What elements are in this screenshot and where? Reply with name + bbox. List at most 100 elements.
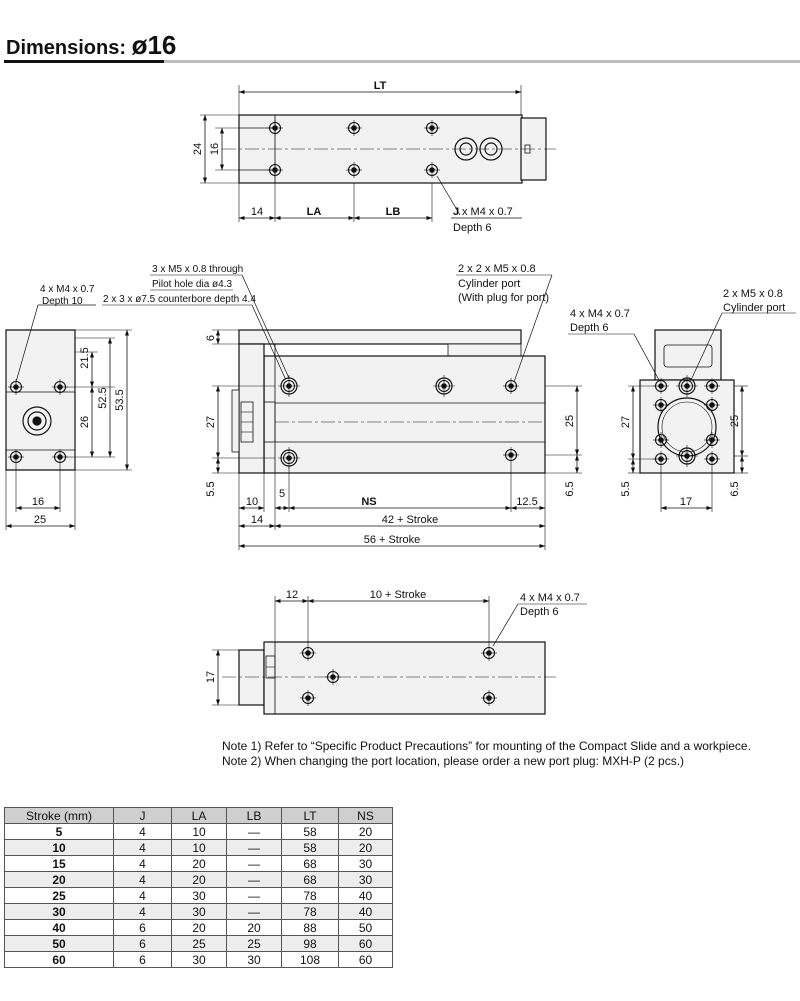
label-5-front: 5 [279, 488, 285, 500]
col-stroke: Stroke (mm) [4, 807, 114, 824]
col-j: J [113, 807, 172, 824]
top-view-labels: LT 24 16 14 LA LB J x M4 x 0.7 Depth 6 [192, 80, 513, 234]
cell-ns: 60 [338, 935, 393, 952]
front-top-plate [238, 329, 522, 345]
label-12-5: 12.5 [516, 496, 537, 508]
front-body [263, 355, 546, 474]
right-top-block [654, 329, 722, 381]
left-callout-thread: 4 x M4 x 0.7 [40, 284, 95, 295]
cell-stroke: 15 [4, 855, 114, 872]
right-callout-port: Cylinder port [723, 302, 785, 314]
cell-lt: 68 [281, 855, 339, 872]
bottom-view-labels: 12 10 + Stroke 4 x M4 x 0.7 Depth 6 17 [205, 589, 580, 683]
front-callout-port-thread: 2 x 2 x M5 x 0.8 [458, 263, 536, 275]
cell-stroke: 30 [4, 903, 114, 920]
col-la: LA [171, 807, 227, 824]
col-lb: LB [226, 807, 282, 824]
label-ns: NS [361, 496, 376, 508]
cell-lb: 30 [226, 951, 282, 968]
label-26: 26 [79, 416, 91, 428]
label-lb: LB [386, 206, 401, 218]
label-17-bottom: 17 [205, 671, 217, 683]
front-callout-pilot: Pilot hole dia ø4.3 [152, 279, 232, 290]
cell-lt: 78 [281, 903, 339, 920]
cell-ns: 30 [338, 855, 393, 872]
front-callout-plug: (With plug for port) [458, 292, 549, 304]
cell-j: 6 [113, 951, 172, 968]
cell-stroke: 40 [4, 919, 114, 936]
cell-lt: 68 [281, 871, 339, 888]
front-view-labels: 3 x M5 x 0.8 through Pilot hole dia ø4.3… [103, 263, 576, 546]
cell-j: 4 [113, 903, 172, 920]
front-callout-through: 3 x M5 x 0.8 through [152, 264, 243, 275]
cell-lt: 58 [281, 839, 339, 856]
cell-j: 6 [113, 935, 172, 952]
title-size: 16 [147, 30, 177, 60]
cell-ns: 20 [338, 823, 393, 840]
bottom-callout-thread: 4 x M4 x 0.7 [520, 592, 580, 604]
cell-stroke: 20 [4, 871, 114, 888]
top-port-plugs [454, 137, 531, 161]
title-rule-grey [164, 60, 800, 63]
cell-ns: 50 [338, 919, 393, 936]
label-16-left: 16 [32, 496, 44, 508]
label-27-front: 27 [205, 416, 217, 428]
cell-lt: 108 [281, 951, 339, 968]
cell-ns: 30 [338, 871, 393, 888]
cell-lt: 88 [281, 919, 339, 936]
note-2: Note 2) When changing the port location,… [222, 754, 685, 768]
label-16: 16 [209, 143, 221, 155]
left-callout-depth: Depth 10 [42, 296, 83, 307]
cell-la: 20 [171, 855, 227, 872]
cell-la: 30 [171, 887, 227, 904]
cell-lb: — [226, 823, 282, 840]
left-view-labels: 4 x M4 x 0.7 Depth 10 21.5 26 52.5 53.5 … [32, 284, 126, 526]
table-header-row: Stroke (mm) J LA LB LT NS [4, 807, 393, 824]
label-12-bottom: 12 [286, 589, 298, 601]
title-rule [4, 60, 164, 63]
front-view [102, 274, 582, 550]
bottom-callout-depth: Depth 6 [520, 606, 559, 618]
label-6-5-front: 6.5 [564, 481, 576, 496]
col-ns: NS [338, 807, 393, 824]
title-prefix: Dimensions: [6, 37, 132, 59]
cell-stroke: 10 [4, 839, 114, 856]
dimension-drawing: LT 24 16 14 LA LB J x M4 x 0.7 Depth 6 [5, 80, 796, 715]
right-callout-port-thread: 2 x M5 x 0.8 [723, 288, 783, 300]
label-52-5: 52.5 [97, 387, 109, 408]
cell-j: 6 [113, 919, 172, 936]
label-27-right: 27 [620, 416, 632, 428]
label-10-front: 10 [246, 496, 258, 508]
notes: Note 1) Refer to “Specific Product Preca… [222, 739, 751, 769]
label-14-front: 14 [251, 514, 263, 526]
col-lt: LT [281, 807, 339, 824]
cell-lt: 98 [281, 935, 339, 952]
cell-lb: — [226, 887, 282, 904]
cell-stroke: 25 [4, 887, 114, 904]
front-callout-counterbore: 2 x 3 x ø7.5 counterbore depth 4.4 [103, 294, 256, 305]
label-42-stroke: 42 + Stroke [382, 514, 439, 526]
label-5-5-right: 5.5 [620, 481, 632, 496]
page-title: Dimensions: ø16 [6, 30, 176, 61]
cell-lb: 20 [226, 919, 282, 936]
cell-j: 4 [113, 871, 172, 888]
cell-stroke: 50 [4, 935, 114, 952]
label-j-letter: J [453, 206, 459, 218]
label-56-stroke: 56 + Stroke [364, 534, 421, 546]
cell-j: 4 [113, 839, 172, 856]
label-10-stroke: 10 + Stroke [370, 589, 427, 601]
cell-lb: — [226, 871, 282, 888]
cell-ns: 40 [338, 903, 393, 920]
label-25-left: 25 [34, 514, 46, 526]
cell-lt: 78 [281, 887, 339, 904]
left-view [5, 304, 132, 530]
right-callout-thread: 4 x M4 x 0.7 [570, 308, 630, 320]
